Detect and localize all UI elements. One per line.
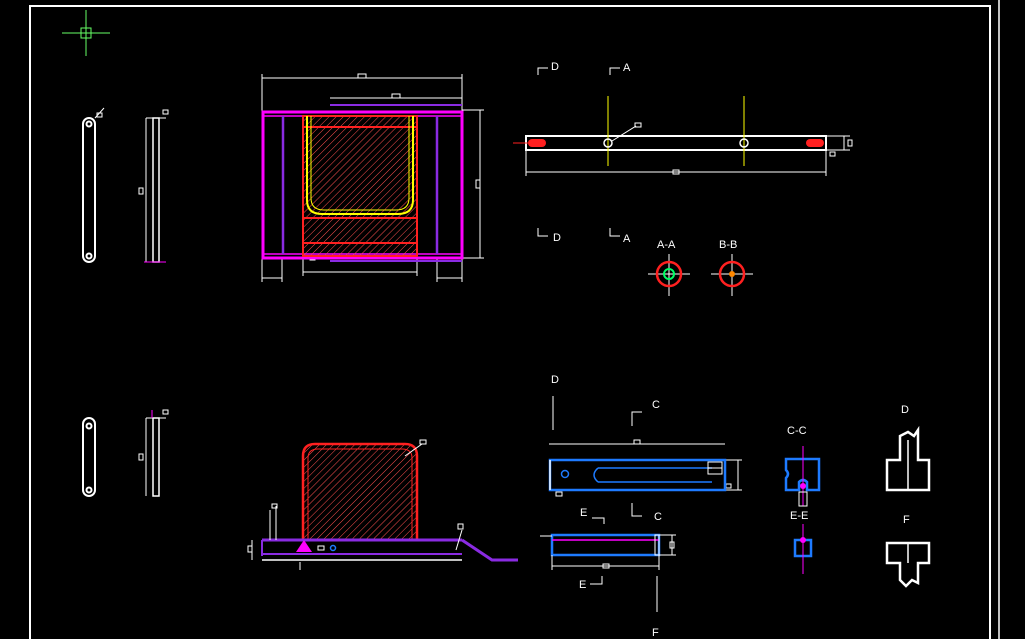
detail-d: D — [885, 404, 931, 492]
detail-f: F — [885, 514, 931, 588]
rod-side-view-top — [138, 109, 169, 263]
detail-d-label: D — [901, 404, 909, 416]
section-label-e-bottom: E — [579, 579, 586, 591]
section-ee-label: E-E — [790, 510, 808, 522]
side-elevation-assembly — [247, 439, 518, 570]
section-label-a-top: A — [623, 62, 631, 74]
section-aa-label: A-A — [657, 239, 676, 251]
section-cc: C-C — [784, 425, 821, 507]
plan-view-assembly — [261, 73, 484, 282]
rod-side-view-bottom — [138, 409, 169, 497]
section-label-d-bottom: D — [553, 232, 561, 244]
section-label-a-bottom: A — [623, 233, 631, 245]
rod-front-view-top — [82, 107, 105, 263]
view-label-f: F — [652, 627, 659, 639]
rod-front-view-bottom — [82, 417, 96, 497]
drawing-frame — [29, 0, 1000, 639]
bar-front-view: D A D A — [513, 61, 853, 245]
plate-view-e: E E F — [540, 507, 676, 639]
section-aa: A-A — [648, 239, 690, 296]
section-ee: E-E — [790, 510, 813, 574]
section-label-e-top: E — [580, 507, 587, 519]
crosshair-cursor-icon — [62, 10, 110, 56]
section-cc-label: C-C — [787, 425, 807, 437]
view-label-d: D — [551, 374, 559, 386]
section-label-c-top: C — [652, 399, 660, 411]
plate-view-c: D C C — [548, 374, 742, 523]
section-label-c-bottom: C — [654, 511, 662, 523]
section-bb: B-B — [711, 239, 753, 296]
section-bb-label: B-B — [719, 239, 737, 251]
section-label-d-top: D — [551, 61, 559, 73]
detail-f-label: F — [903, 514, 910, 526]
